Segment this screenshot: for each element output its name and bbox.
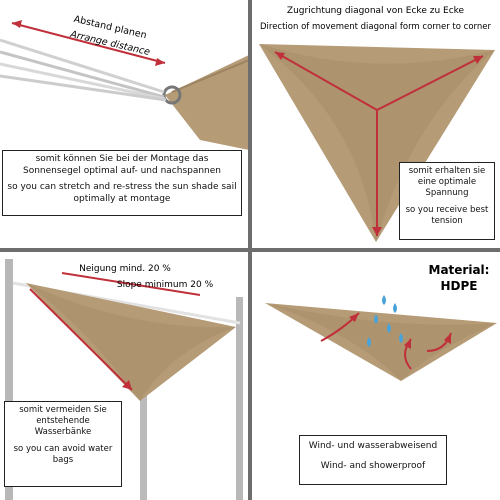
panel-arrange-distance: Abstand planen Arrange distance somit kö… bbox=[0, 0, 249, 249]
slope-label-en: Slope minimum 20 % bbox=[116, 280, 214, 290]
d-ring-icon bbox=[162, 85, 182, 105]
triangle-sail-illustration bbox=[259, 44, 495, 242]
slope-arrow-top bbox=[61, 272, 201, 296]
post-left bbox=[5, 259, 13, 500]
material-sail-shape bbox=[265, 303, 497, 381]
panel3-info-de: somit vermeiden Sie entstehende Wasserbä… bbox=[19, 405, 107, 438]
rope-line bbox=[0, 38, 165, 94]
panel2-info-de: somit erhalten sie eine optimale Spannun… bbox=[408, 166, 486, 199]
sloped-sail-shape bbox=[26, 283, 236, 401]
panel4-info-box: Wind- und wasserabweisend Wind- and show… bbox=[299, 435, 447, 485]
post-right bbox=[236, 297, 243, 500]
panel2-title-en: Direction of movement diagonal form corn… bbox=[259, 22, 491, 32]
panel3-info-en: so you can avoid water bags bbox=[13, 444, 113, 466]
sail-corner-shape bbox=[165, 55, 249, 150]
panel-slope: Neigung mind. 20 % Slope minimum 20 % so… bbox=[0, 251, 249, 500]
material-value: HDPE bbox=[440, 279, 478, 293]
panel-material: Material: HDPE Wind- und wasserabweisend… bbox=[251, 251, 500, 500]
panel2-info-box: somit erhalten sie eine optimale Spannun… bbox=[399, 162, 495, 240]
panel1-info-de: somit können Sie bei der Montage das Son… bbox=[22, 154, 222, 176]
material-title: Material: bbox=[428, 263, 490, 277]
panel4-info-en: Wind- and showerproof bbox=[320, 460, 426, 471]
rain-drops-icon bbox=[367, 295, 403, 347]
distance-arrow bbox=[11, 22, 166, 64]
panel4-info-de: Wind- und wasserabweisend bbox=[308, 441, 438, 451]
panel-tension-direction: Zugrichtung diagonal von Ecke zu Ecke Di… bbox=[251, 0, 500, 249]
sail-corner-illustration bbox=[0, 20, 249, 150]
panel1-info-en: so you can stretch and re-stress the sun… bbox=[7, 182, 237, 205]
wind-rain-illustration bbox=[265, 295, 497, 381]
sloped-sail-illustration bbox=[5, 259, 243, 500]
panel1-info-box: somit können Sie bei der Montage das Son… bbox=[2, 150, 242, 216]
panel2-info-en: so you receive best tension bbox=[405, 205, 489, 227]
slope-arrow-down bbox=[29, 288, 133, 391]
panel3-info-box: somit vermeiden Sie entstehende Wasserbä… bbox=[4, 401, 122, 487]
horizontal-divider bbox=[0, 248, 500, 252]
post-middle bbox=[140, 391, 147, 500]
panel2-title-de: Zugrichtung diagonal von Ecke zu Ecke bbox=[286, 6, 465, 16]
arrow-to-right-corner bbox=[376, 55, 484, 111]
slope-label-de: Neigung mind. 20 % bbox=[79, 264, 171, 274]
arrow-to-left-corner bbox=[274, 51, 378, 111]
